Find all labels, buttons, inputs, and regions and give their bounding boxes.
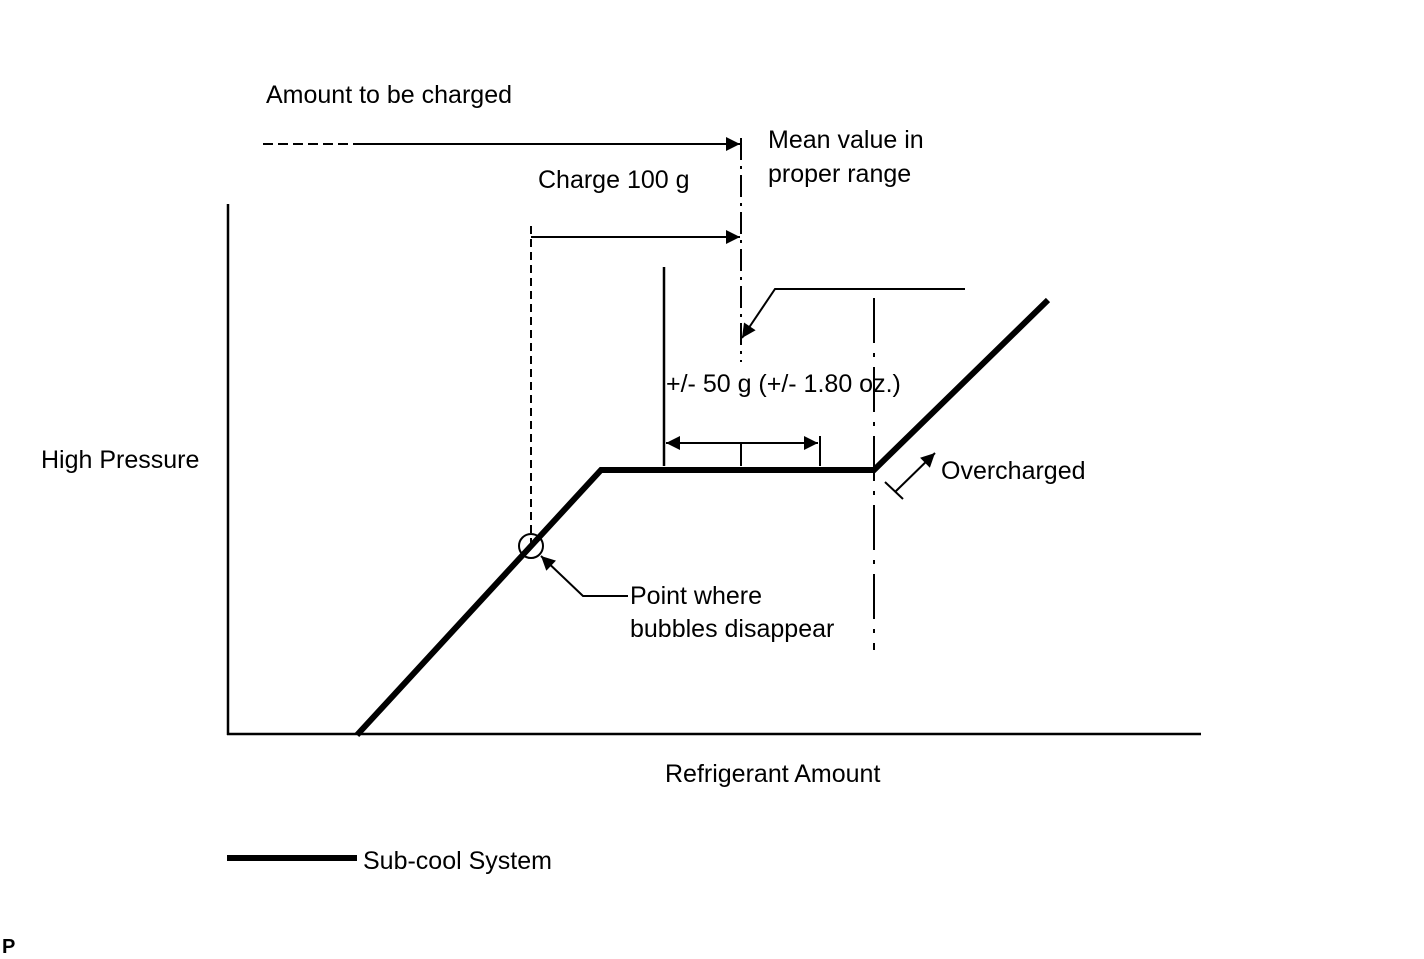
charge-label: Charge 100 g (538, 166, 690, 194)
overcharged-arrow-tail-tick (884, 481, 904, 500)
overcharged-label: Overcharged (941, 457, 1086, 485)
overcharged-arrow (894, 452, 936, 493)
bubbles-disappear-label-line1: Point where (630, 582, 763, 610)
mean-value-label-line2: proper range (768, 160, 912, 188)
amount-to-be-charged-label: Amount to be charged (266, 81, 512, 109)
bubbles-disappear-leader-line (540, 555, 628, 597)
corner-mark: P (2, 936, 16, 958)
mean-value-leader-line (741, 288, 965, 339)
legend-label: Sub-cool System (363, 847, 552, 875)
bubbles-disappear-label-line2: bubbles disappear (630, 615, 835, 643)
sub-cool-system-curve (354, 297, 1051, 738)
mean-value-label-line1: Mean value in (768, 126, 924, 154)
tolerance-label: +/- 50 g (+/- 1.80 oz.) (666, 370, 901, 398)
bubbles-disappear-circle (518, 533, 544, 559)
x-axis-label: Refrigerant Amount (665, 760, 881, 788)
y-axis-label: High Pressure (41, 446, 200, 474)
